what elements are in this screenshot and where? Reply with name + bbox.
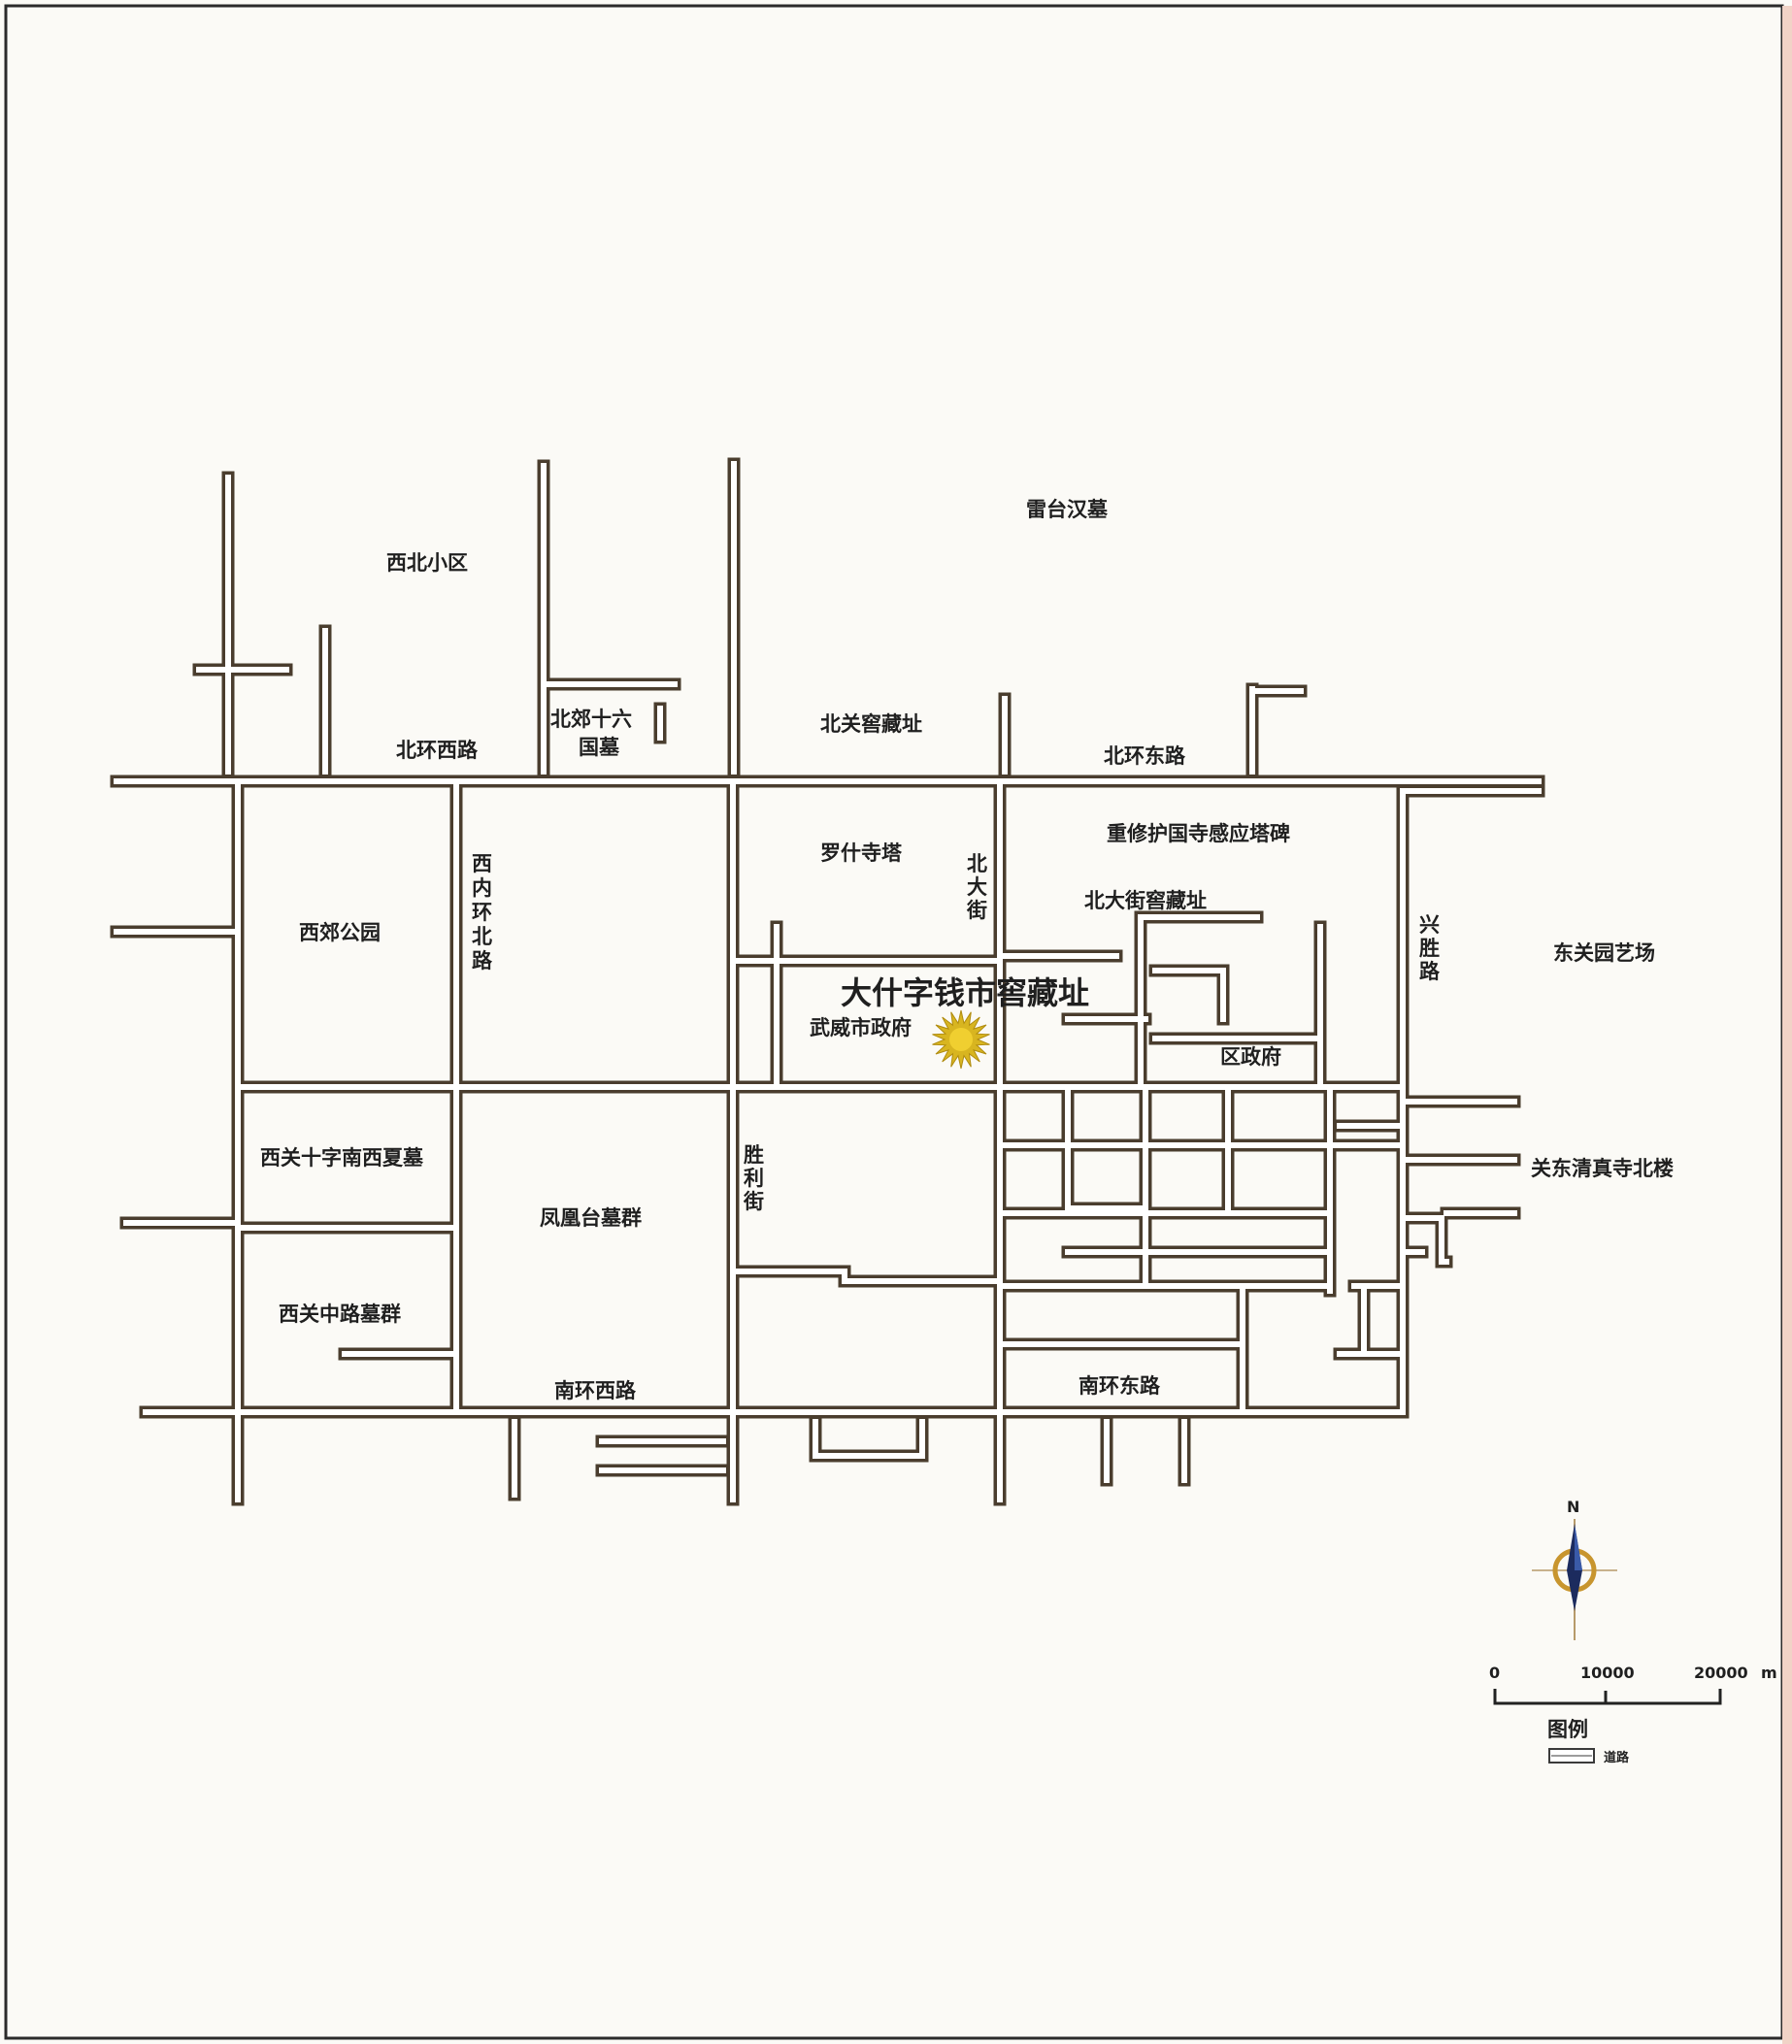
label-xijiao-gongyuan: 西郊公园	[299, 921, 381, 944]
label-beijiao-16guo-line1: 北郊十六	[550, 708, 632, 731]
scale-tick-0-label: 0	[1489, 1664, 1500, 1682]
site-marker-icon	[932, 1009, 990, 1070]
label-guandong-qingzhensi: 关东清真寺北楼	[1531, 1157, 1674, 1180]
label-wuwei-government: 武威市政府	[810, 1016, 912, 1039]
legend: 图例 道路	[1547, 1718, 1630, 1765]
compass-needle-highlight	[1575, 1524, 1582, 1570]
road-network	[110, 457, 1545, 1506]
label-leitai-hanmu: 雷台汉墓	[1026, 498, 1109, 521]
scale-unit-label: m	[1761, 1664, 1777, 1682]
compass-north-label: N	[1567, 1498, 1579, 1516]
label-sheng-li-jie: 胜 利 街	[743, 1143, 764, 1213]
label-beihuan-donglu: 北环东路	[1104, 744, 1186, 768]
scale-bar: 0 10000 20000 m	[1489, 1664, 1777, 1705]
north-compass: N	[1532, 1498, 1617, 1640]
label-char: 兴	[1419, 913, 1440, 937]
legend-road-label: 道路	[1604, 1750, 1630, 1765]
label-nanhuan-donglu: 南环东路	[1079, 1374, 1161, 1398]
label-qu-zhengfu: 区政府	[1220, 1045, 1281, 1069]
label-chongxiu-huguosi: 重修护国寺感应塔碑	[1107, 822, 1290, 845]
label-char: 路	[1419, 960, 1441, 983]
label-beihuan-xilu: 北环西路	[396, 739, 479, 762]
label-xiguan-zhonglu-muqun: 西关中路墓群	[279, 1302, 401, 1326]
label-xibei-xiaoqu: 西北小区	[386, 551, 468, 575]
label-dashizi-site: 大什字钱市窖藏址	[841, 974, 1089, 1011]
page-edge	[1782, 6, 1792, 2044]
label-char: 北	[472, 925, 492, 948]
label-char: 北	[967, 852, 987, 875]
label-beidajie-jiaocang: 北大街窖藏址	[1084, 889, 1207, 912]
label-xiguan-shizi-xixia: 西关十字南西夏墓	[260, 1146, 424, 1170]
label-char: 路	[472, 949, 493, 973]
sunburst-core	[949, 1028, 973, 1051]
label-bei-dajie: 北 大 街	[966, 852, 987, 922]
label-luoshi-sita: 罗什寺塔	[820, 841, 903, 865]
label-char: 胜	[744, 1143, 764, 1167]
road-fills	[114, 461, 1542, 1502]
label-char: 街	[966, 899, 987, 922]
scale-tick-1-label: 10000	[1580, 1664, 1635, 1682]
scale-tick-2-label: 20000	[1694, 1664, 1748, 1682]
label-dongguan-yuanyichang: 东关园艺场	[1553, 941, 1655, 965]
scale-line	[1493, 1689, 1722, 1705]
label-char: 利	[744, 1167, 764, 1190]
vertical-street-labels: 西 内 环 北 路 北 大 街 兴 胜 路 胜 利 街	[472, 852, 1441, 1213]
label-fenghuangtai-muqun: 凤凰台墓群	[540, 1206, 642, 1230]
label-xing-sheng-lu: 兴 胜 路	[1419, 913, 1441, 983]
road-outlines	[110, 457, 1545, 1506]
label-char: 街	[743, 1190, 764, 1213]
label-beiguan-jiaocang: 北关窖藏址	[820, 712, 922, 736]
label-xinei-huan-beilu: 西 内 环 北 路	[472, 852, 493, 973]
label-char: 大	[967, 875, 987, 899]
label-nanhuan-xilu: 南环西路	[554, 1379, 637, 1402]
label-char: 内	[472, 876, 492, 900]
label-char: 胜	[1419, 937, 1440, 960]
label-char: 西	[472, 852, 492, 875]
label-char: 环	[472, 901, 492, 924]
place-labels: 西北小区 雷台汉墓 北郊十六 国墓 北关窖藏址 北环西路 北环东路 罗什寺塔 重…	[260, 498, 1674, 1402]
legend-title: 图例	[1547, 1718, 1588, 1741]
label-beijiao-16guo-line2: 国墓	[579, 736, 620, 759]
